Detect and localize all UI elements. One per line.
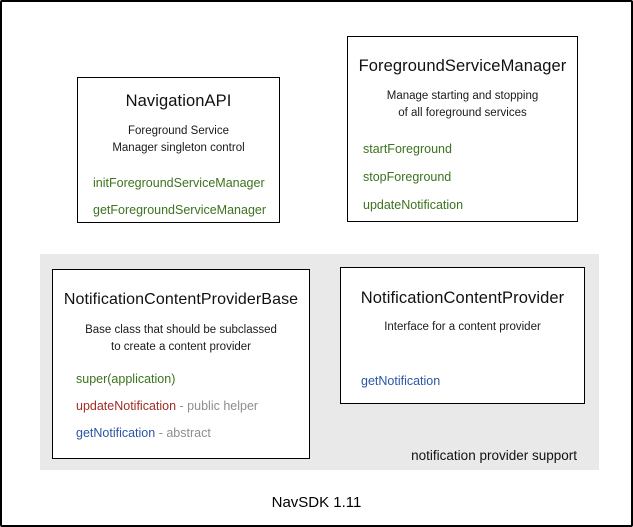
- method-super-application-label: super(application): [76, 372, 176, 387]
- method-init-foreground-service-manager: initForegroundServiceManager: [93, 176, 265, 191]
- navigation-api-title: NavigationAPI: [125, 92, 232, 110]
- notification-content-provider-base-title: NotificationContentProviderBase: [63, 291, 299, 308]
- class-box-notification-content-provider-base: NotificationContentProviderBase Base cla…: [52, 269, 310, 459]
- sdk-version-caption: NavSDK 1.11: [271, 494, 362, 511]
- foreground-service-manager-title: ForegroundServiceManager: [358, 57, 567, 75]
- method-update-notification-helper: updateNotification - public helper: [76, 399, 309, 413]
- method-update-notification-suffix: - public helper: [176, 399, 259, 414]
- region-label: notification provider support: [411, 448, 577, 463]
- method-get-foreground-service-manager: getForegroundServiceManager: [93, 203, 267, 218]
- notification-content-provider-title: NotificationContentProvider: [360, 289, 565, 307]
- method-update-notification-label: updateNotification: [76, 399, 177, 414]
- method-stop-foreground: stopForeground: [363, 170, 452, 185]
- navigation-api-methods: initForegroundServiceManager getForegrou…: [78, 176, 279, 217]
- method-start-foreground: startForeground: [363, 142, 452, 157]
- method-update-notification: updateNotification: [363, 198, 464, 213]
- notification-content-provider-base-description: Base class that should be subclassed to …: [85, 324, 277, 353]
- method-get-notification-suffix: - abstract: [155, 426, 211, 441]
- method-super-application: super(application): [76, 372, 309, 386]
- notification-content-provider-methods: getNotification: [341, 374, 584, 388]
- method-get-notification-label: getNotification: [76, 426, 156, 441]
- foreground-service-manager-methods: startForeground stopForeground updateNot…: [348, 142, 577, 212]
- navigation-api-description: Foreground Service Manager singleton con…: [112, 125, 245, 154]
- class-box-foreground-service-manager: ForegroundServiceManager Manage starting…: [347, 36, 578, 222]
- notification-content-provider-base-methods: super(application) updateNotification - …: [53, 372, 309, 440]
- method-get-notification: getNotification: [361, 373, 441, 388]
- notification-content-provider-description: Interface for a content provider: [384, 321, 541, 333]
- method-get-notification-abstract: getNotification - abstract: [76, 426, 309, 440]
- foreground-service-manager-description: Manage starting and stopping of all fore…: [386, 90, 539, 119]
- class-box-navigation-api: NavigationAPI Foreground Service Manager…: [77, 77, 280, 223]
- class-box-notification-content-provider: NotificationContentProvider Interface fo…: [340, 267, 585, 404]
